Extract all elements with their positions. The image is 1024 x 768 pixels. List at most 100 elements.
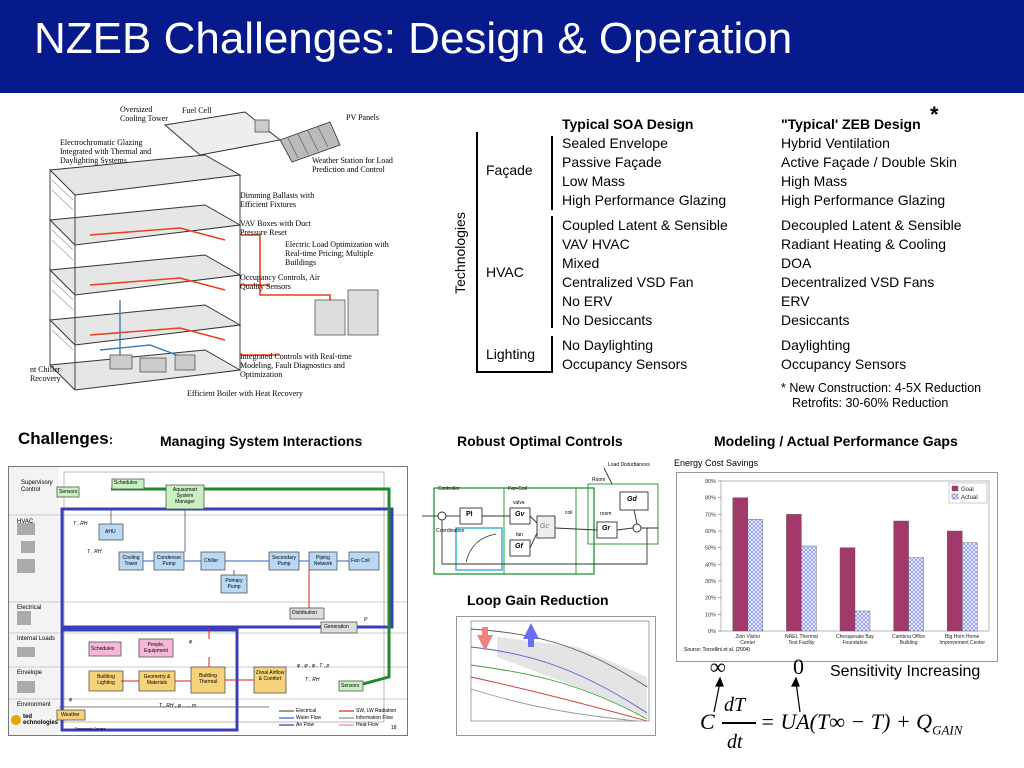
facade-zeb-list: Hybrid Ventilation Active Façade / Doubl… [781, 134, 957, 210]
bar-goal [893, 520, 909, 632]
bar-chart-svg: 0%10%20%30%40%50%60%70%80%90%Zion Visito… [705, 479, 990, 646]
bar-goal [732, 497, 748, 632]
zeb-asterisk: * [930, 102, 939, 127]
technologies-label: Technologies [452, 212, 468, 294]
challenge-robust-controls: Robust Optimal Controls [457, 433, 623, 449]
eq-c: C [700, 709, 715, 734]
y-tick-label: 70% [705, 512, 716, 518]
block-piping-network: Piping Network [313, 555, 333, 567]
var-label: T , RH [305, 677, 320, 683]
var-label: φ [189, 639, 193, 645]
block-fan-coil: Fan Coil [351, 558, 370, 564]
legend-information-flow: Information Flow [356, 715, 393, 721]
coordination-label: Coordination [436, 528, 465, 534]
x-tick-label: Chesapeake Bay [836, 634, 875, 640]
block-sensors-bottom: Sensors [341, 683, 360, 689]
list-item: No ERV [562, 293, 613, 309]
block-condenser-pump: Condenser Pump [156, 555, 182, 567]
y-tick-label: 60% [705, 529, 716, 535]
lighting-soa-list: No Daylighting Occupancy Sensors [562, 336, 687, 374]
list-item: ERV [781, 293, 810, 309]
bar-actual [908, 557, 924, 632]
controller-label: Controller [438, 486, 460, 492]
y-tick-label: 80% [705, 496, 716, 502]
label-chiller-recovery: nt Chiller Recovery [30, 365, 61, 383]
block-cooling-tower: Cooling Tower [122, 555, 140, 567]
list-item: Hybrid Ventilation [781, 135, 890, 151]
eq-gain: GAIN [932, 722, 963, 738]
footnote-retrofits: Retrofits: 30-60% Reduction [792, 396, 949, 410]
building-illustration: Oversized Cooling Tower Fuel Cell PV Pan… [30, 100, 430, 405]
bar-actual [962, 542, 978, 632]
block-pi: PI [466, 511, 473, 518]
list-item: Sealed Envelope [562, 135, 668, 151]
label-dimming-ballasts: Dimming Ballasts with Efficient Fixtures [240, 191, 315, 209]
fan-label: fan [516, 532, 523, 538]
list-item: Occupancy Sensors [781, 356, 907, 372]
block-building-lighting: Building Lighting [97, 674, 115, 686]
var-label: T , RH , φ , ..., m [159, 703, 197, 709]
block-gv: Gv [515, 511, 525, 518]
y-tick-label: 20% [705, 596, 716, 602]
list-item: Decentralized VSD Fans [781, 274, 935, 290]
hvac-zeb-list: Decoupled Latent & Sensible Radiant Heat… [781, 216, 962, 330]
list-item: High Performance Glazing [781, 192, 946, 208]
sensitivity-arrows [700, 672, 820, 722]
block-gf: Gf [515, 543, 523, 550]
bar-goal [839, 547, 856, 632]
list-item: Daylighting [781, 337, 851, 353]
challenge-modeling-gaps: Modeling / Actual Performance Gaps [714, 433, 958, 449]
list-item: Centralized VSD Fan [562, 274, 694, 290]
table-bottom-rule [476, 371, 551, 373]
block-primary-pump: Primary Pump [225, 578, 243, 590]
challenge-managing-interactions: Managing System Interactions [160, 433, 363, 449]
legend-electrical: Electrical [296, 708, 317, 714]
y-tick-label: 10% [705, 612, 716, 618]
block-schedules-top: Schedules [114, 480, 138, 486]
list-item: No Daylighting [562, 337, 654, 353]
block-generation: Generation [324, 624, 349, 630]
legend-water-flow: Water Flow [296, 715, 322, 721]
zero-symbol: 0 [793, 654, 804, 679]
block-schedules-mid: Schedules [91, 646, 115, 652]
logo-text: ted echnologies [23, 714, 59, 726]
title-bar [0, 0, 1024, 93]
group-label-lighting: Lighting [486, 346, 536, 362]
x-tick-label: Zion Visitor [735, 634, 760, 640]
col-header-soa: Typical SOA Design [562, 116, 694, 132]
x-tick-label: Building [900, 640, 918, 646]
facade-soa-list: Sealed Envelope Passive Façade Low Mass … [562, 134, 726, 210]
label-oversized-cooling-tower: Oversized Cooling Tower [120, 105, 168, 123]
var-label: P [364, 617, 368, 623]
footnote-new-construction: * New Construction: 4-5X Reduction [781, 381, 982, 395]
bar-actual [801, 545, 817, 632]
challenges-heading: Challenges: [18, 429, 113, 449]
list-item: Radiant Heating & Cooling [781, 236, 946, 252]
group-label-hvac: HVAC [486, 264, 524, 280]
room-label: Room [592, 477, 606, 483]
eq-fraction-bar [722, 722, 756, 724]
list-item: Decoupled Latent & Sensible [781, 217, 962, 233]
legend-swatch [951, 485, 959, 492]
room-inner-label: room [600, 511, 612, 517]
coil-label: coil [565, 510, 573, 516]
list-item: Mixed [562, 255, 600, 271]
y-tick-label: 40% [705, 562, 716, 568]
side-label-hvac: HVAC [17, 519, 34, 525]
list-item: Active Façade / Double Skin [781, 154, 957, 170]
slide-title: NZEB Challenges: Design & Operation [34, 14, 793, 63]
label-weather-station: Weather Station for Load Prediction and … [312, 156, 393, 174]
list-item: High Performance Glazing [562, 192, 727, 208]
logo-subtext: Research Center [75, 726, 106, 731]
legend-heat-flow: Heat Flow [356, 722, 379, 728]
var-label: φ , φ , φ , T , p [297, 663, 330, 669]
block-chiller: Chiller [204, 558, 219, 564]
block-gd: Gd [627, 496, 637, 503]
list-item: Low Mass [562, 173, 626, 189]
block-gc: Gc [540, 523, 549, 530]
y-tick-label: 50% [705, 546, 716, 552]
list-item: Desiccants [781, 312, 850, 328]
lighting-zeb-list: Daylighting Occupancy Sensors [781, 336, 906, 374]
block-building-thermal: Building Thermal [198, 673, 218, 685]
x-tick-label: Test Facility [788, 640, 815, 646]
